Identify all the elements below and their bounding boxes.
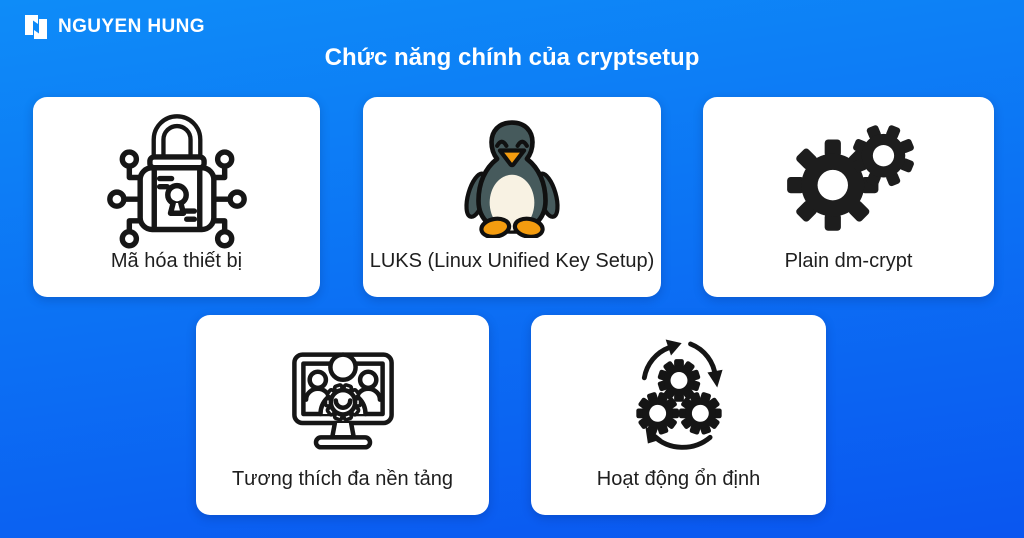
card-stable-operation: Hoạt động ổn định: [531, 315, 826, 515]
gears-icon: [778, 97, 920, 250]
card-label: LUKS (Linux Unified Key Setup): [369, 250, 655, 272]
brand: NGUYEN HUNG: [21, 12, 205, 42]
nguyen-hung-logo-icon: [25, 15, 47, 39]
page-title: Chức năng chính của cryptsetup: [324, 44, 700, 71]
device-encryption-lock-icon: [101, 97, 253, 250]
card-label: Mã hóa thiết bị: [110, 250, 243, 272]
stable-operation-cycle-icon: [621, 315, 737, 468]
card-plain-dm-crypt: Plain dm-crypt: [703, 97, 994, 297]
card-luks: LUKS (Linux Unified Key Setup): [363, 97, 661, 297]
card-multi-platform: Tương thích đa nền tảng: [196, 315, 489, 515]
card-label: Plain dm-crypt: [784, 250, 913, 272]
multi-platform-monitor-icon: [280, 315, 406, 468]
brand-name: NGUYEN HUNG: [58, 16, 205, 37]
card-device-encryption: Mã hóa thiết bị: [33, 97, 320, 297]
card-label: Tương thích đa nền tảng: [231, 468, 454, 490]
card-label: Hoạt động ổn định: [596, 468, 761, 490]
tux-penguin-icon: [456, 97, 568, 250]
